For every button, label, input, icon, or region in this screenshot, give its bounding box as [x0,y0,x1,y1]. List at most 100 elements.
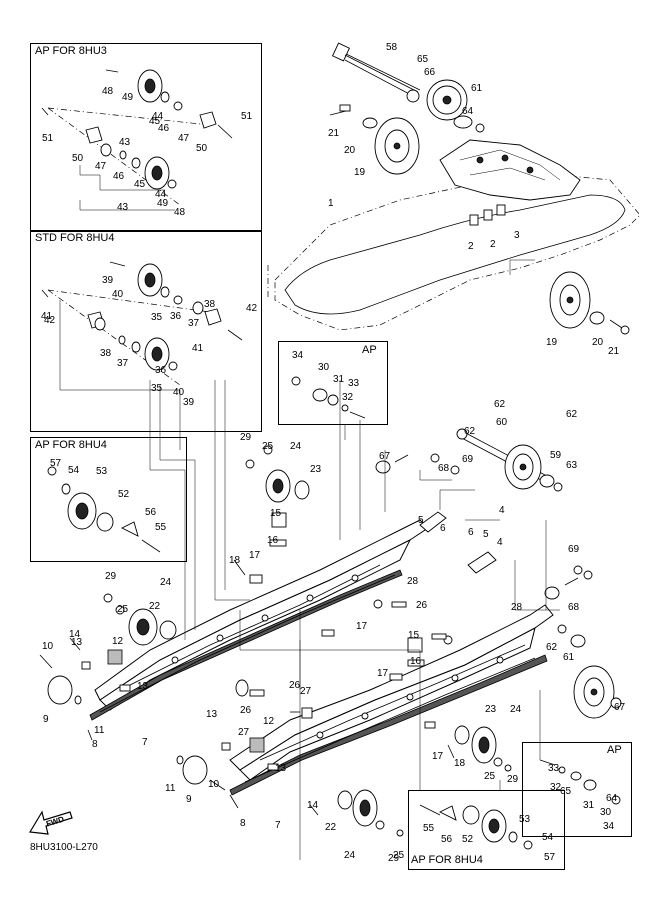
part-number-57: 57 [50,458,62,469]
part-number-56: 56 [441,834,453,845]
inset-ap-8hu4-bottom-parts [419,804,533,850]
part-number-56: 56 [145,507,157,518]
part-number-20: 20 [592,337,604,348]
inset-title-std-8hu4: STD FOR 8HU4 [35,232,115,244]
part-number-26: 26 [289,680,301,691]
part-number-13: 13 [71,637,83,648]
part-number-34: 34 [603,821,615,832]
part-number-39: 39 [102,275,114,286]
part-number-10: 10 [208,779,220,790]
part-number-34: 34 [292,350,304,361]
part-number-21: 21 [328,128,340,139]
part-number-7: 7 [275,820,281,831]
part-number-23: 23 [310,464,322,475]
part-number-44: 44 [155,189,167,200]
inset-title-ap-8hu4-bottom: AP FOR 8HU4 [411,854,483,866]
part-number-42: 42 [44,315,56,326]
part-number-30: 30 [318,362,330,373]
part-number-13: 13 [275,763,287,774]
part-number-66: 66 [424,67,436,78]
part-number-46: 46 [113,171,125,182]
part-number-54: 54 [542,832,554,843]
part-number-25: 25 [117,604,129,615]
part-number-11: 11 [94,725,105,736]
part-number-24: 24 [160,577,172,588]
part-number-61: 61 [471,83,483,94]
part-number-69: 69 [568,544,580,555]
part-number-67: 67 [614,702,626,713]
part-number-67: 67 [379,451,391,462]
part-number-29: 29 [507,774,519,785]
inset-box-ap-right [522,742,632,837]
part-number-24: 24 [290,441,302,452]
part-number-40: 40 [173,387,185,398]
inset-ap-center-parts [291,376,366,419]
part-number-35: 35 [151,383,163,394]
part-number-53: 53 [519,814,531,825]
part-number-24: 24 [344,850,356,861]
part-number-55: 55 [155,522,167,533]
inset-ap-8hu4-left-parts [47,466,161,553]
inset-title-ap-8hu3: AP FOR 8HU3 [35,45,107,57]
part-number-8: 8 [92,739,98,750]
left-rail-parts [39,445,407,741]
part-number-13: 13 [206,709,218,720]
part-number-38: 38 [100,348,112,359]
part-number-3: 3 [514,230,520,241]
part-number-59: 59 [550,450,562,461]
part-number-20: 20 [344,145,356,156]
inset-title-ap-center: AP [362,344,377,356]
part-number-1: 1 [328,198,334,209]
part-number-28: 28 [511,602,523,613]
leader-lines [59,259,560,860]
part-number-43: 43 [117,202,129,213]
part-number-26: 26 [240,705,252,716]
part-number-49: 49 [122,92,134,103]
part-number-69: 69 [462,454,474,465]
part-number-65: 65 [417,54,429,65]
right-rail-parts [176,633,512,837]
diagram-code: 8HU3100-L270 [30,842,98,853]
inset-title-ap-right: AP [607,744,622,756]
part-number-58: 58 [386,42,398,53]
part-number-45: 45 [149,116,161,127]
part-number-24: 24 [510,704,522,715]
part-number-29: 29 [105,571,117,582]
part-number-48: 48 [102,86,114,97]
part-number-13: 13 [137,681,149,692]
part-number-62: 62 [566,409,578,420]
part-number-12: 12 [263,716,275,727]
part-number-31: 31 [583,800,595,811]
inset-box-ap-8hu3 [30,43,262,232]
part-number-10: 10 [42,641,54,652]
part-number-63: 63 [566,460,578,471]
part-number-35: 35 [151,312,163,323]
fwd-label: FWD [45,815,65,829]
part-number-44: 44 [152,111,164,122]
part-number-9: 9 [43,714,49,725]
part-number-52: 52 [118,489,130,500]
right-slide-rail [229,604,554,796]
part-number-6: 6 [440,523,446,534]
part-number-31: 31 [333,374,345,385]
part-number-14: 14 [69,629,81,640]
part-number-41: 41 [41,311,53,322]
part-number-62: 62 [546,642,558,653]
part-number-62: 62 [464,426,476,437]
part-number-6: 6 [468,527,474,538]
part-number-12: 12 [112,636,124,647]
drive-axle-group [329,42,581,226]
inset-ap-8hu3-parts [41,69,233,211]
part-number-39: 39 [183,397,195,408]
part-number-37: 37 [188,318,200,329]
part-number-32: 32 [342,392,354,403]
part-number-64: 64 [462,106,474,117]
part-number-8: 8 [240,818,246,829]
part-number-4: 4 [497,537,503,548]
part-number-50: 50 [72,153,84,164]
rear-axle-group [375,428,622,719]
part-number-15: 15 [408,630,420,641]
part-number-45: 45 [134,179,146,190]
part-number-60: 60 [496,417,508,428]
